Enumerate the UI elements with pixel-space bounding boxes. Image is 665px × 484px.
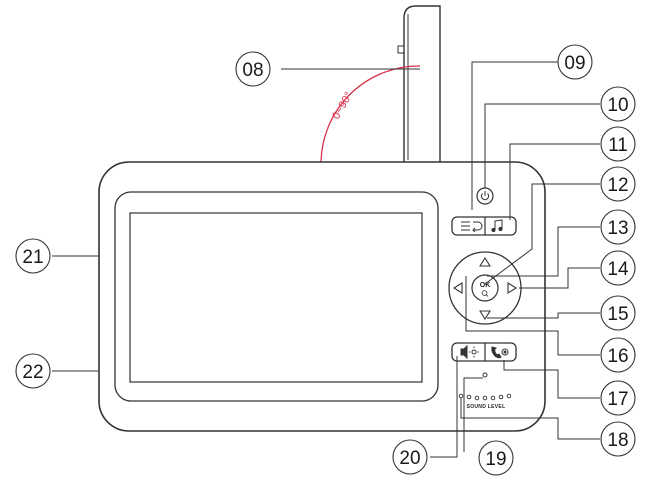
- menu-back-icon: [461, 221, 483, 233]
- microphone-hole: [482, 372, 488, 378]
- monitor-body: [98, 161, 546, 432]
- sound-level-label: SOUND LEVEL: [467, 404, 506, 410]
- svg-text:19: 19: [485, 449, 506, 470]
- callout-20: 20: [392, 439, 428, 475]
- leader-lines: [52, 61, 600, 458]
- angle-label: 0~90°: [330, 90, 355, 121]
- svg-text:22: 22: [22, 362, 43, 383]
- svg-text:09: 09: [564, 53, 585, 74]
- callout-22: 22: [15, 353, 51, 389]
- callout-10: 10: [600, 86, 636, 122]
- talk-button[interactable]: [491, 346, 509, 359]
- svg-text:15: 15: [607, 304, 628, 325]
- callout-18: 18: [600, 421, 636, 457]
- callout-13: 13: [600, 209, 636, 245]
- angle-arc: [320, 65, 421, 163]
- power-icon: [480, 191, 490, 201]
- power-button[interactable]: [476, 187, 494, 205]
- down-arrow-button[interactable]: [479, 310, 491, 321]
- callout-19: 19: [478, 440, 514, 476]
- svg-text:10: 10: [607, 95, 628, 116]
- svg-text:08: 08: [242, 60, 263, 81]
- ok-button[interactable]: [471, 274, 499, 302]
- lower-buttons: [451, 342, 517, 362]
- ok-label: OK: [480, 282, 491, 289]
- d-pad: OK: [448, 251, 522, 325]
- up-arrow-button[interactable]: [479, 256, 491, 267]
- zoom-icon: [481, 290, 489, 297]
- sound-level-leds: [458, 393, 512, 401]
- svg-text:20: 20: [399, 448, 420, 469]
- right-arrow-button[interactable]: [507, 282, 518, 294]
- menu-music-buttons: [451, 216, 517, 236]
- callout-17: 17: [600, 380, 636, 416]
- left-arrow-button[interactable]: [452, 282, 463, 294]
- svg-text:11: 11: [608, 135, 628, 156]
- speaker-brightness-icon: [460, 344, 479, 360]
- svg-text:12: 12: [607, 175, 628, 196]
- music-button[interactable]: [491, 219, 503, 233]
- callout-15: 15: [600, 295, 636, 331]
- svg-text:16: 16: [607, 346, 628, 367]
- music-note-icon: [491, 219, 503, 233]
- callout-11: 11: [600, 126, 636, 162]
- callout-08: 08: [235, 51, 271, 87]
- svg-text:13: 13: [607, 218, 628, 239]
- callout-21: 21: [15, 238, 51, 274]
- svg-text:18: 18: [607, 430, 628, 451]
- menu-back-button[interactable]: [461, 221, 483, 233]
- callout-12: 12: [600, 166, 636, 202]
- volume-brightness-button[interactable]: [460, 344, 479, 360]
- screen-bezel: [114, 191, 439, 402]
- screen: [129, 212, 423, 383]
- svg-text:17: 17: [607, 389, 628, 410]
- antenna: [397, 5, 441, 162]
- svg-text:14: 14: [607, 259, 629, 280]
- svg-text:21: 21: [22, 247, 43, 268]
- callout-09: 09: [557, 44, 593, 80]
- talk-icon: [491, 346, 509, 359]
- callout-16: 16: [600, 337, 636, 373]
- callout-14: 14: [600, 250, 636, 286]
